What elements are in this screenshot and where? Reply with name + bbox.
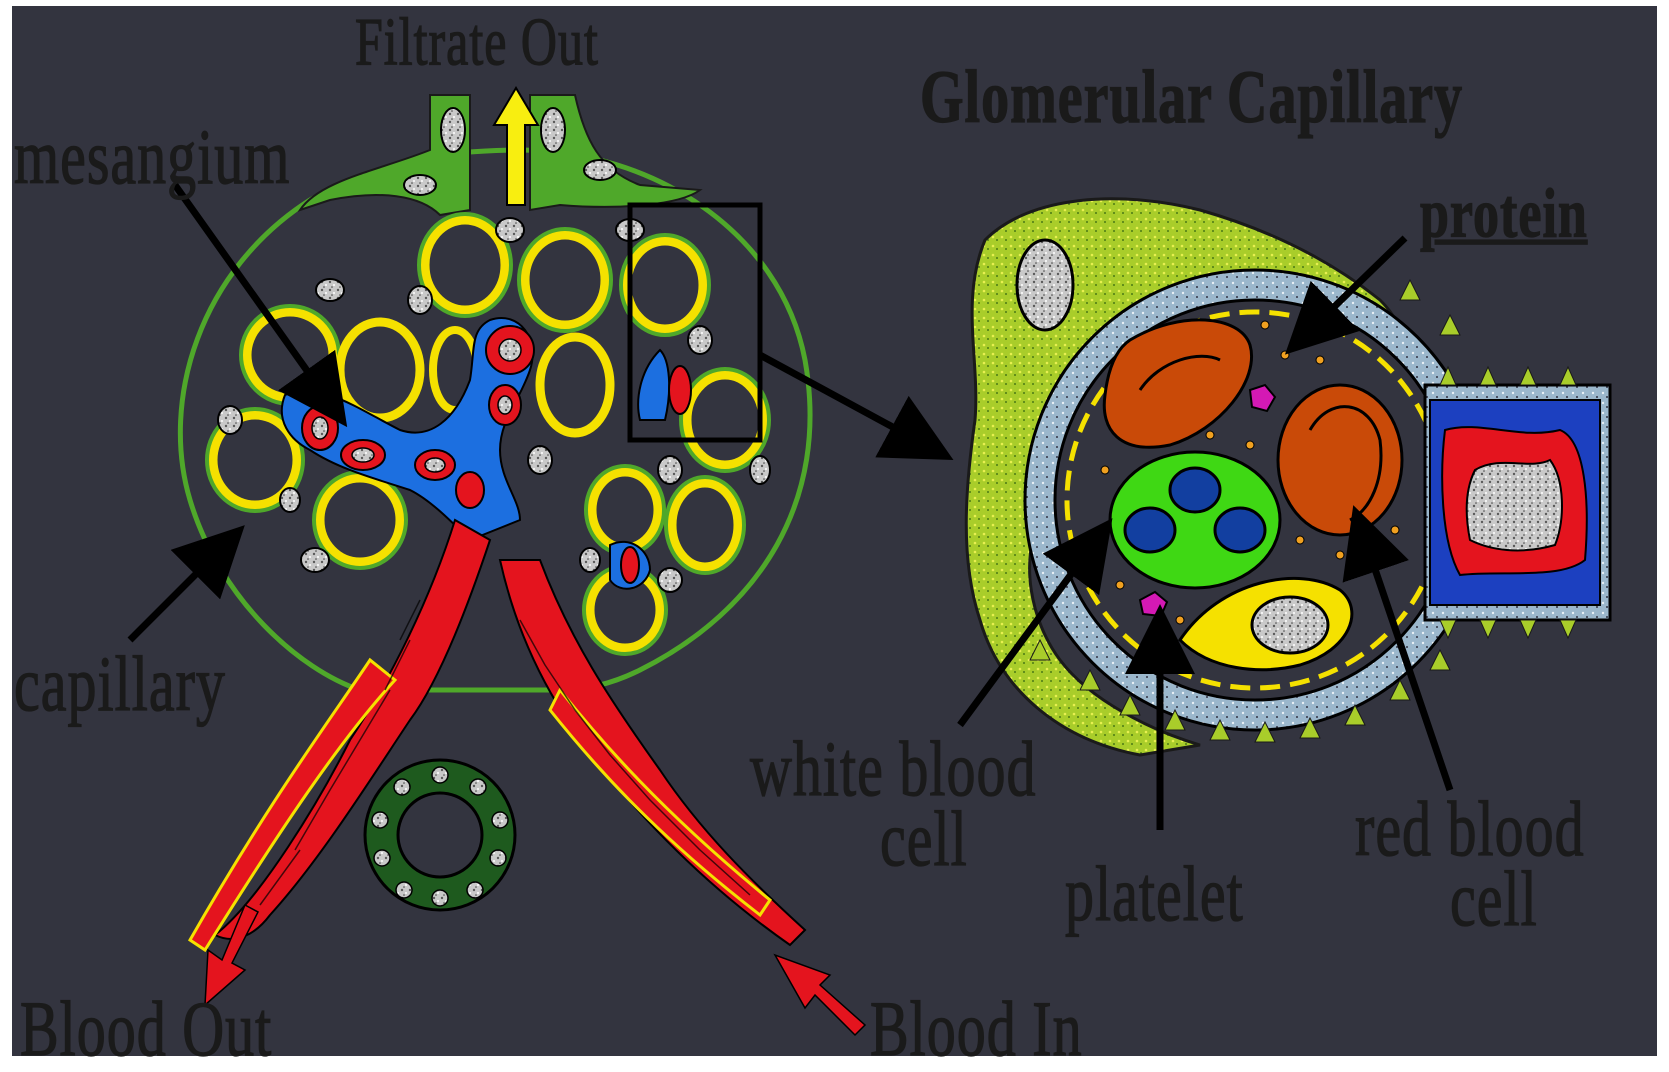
platelet-label: platelet: [1065, 855, 1244, 933]
capillary-loop: [621, 235, 709, 335]
capillary-loop: [666, 477, 744, 573]
red-blood-cell-label-line2: cell: [1450, 860, 1538, 938]
white-blood-cell-label-line2: cell: [880, 800, 968, 878]
capillary-loop: [340, 322, 420, 418]
capillary-loop: [681, 369, 769, 471]
blood-in-label: Blood In: [870, 990, 1083, 1068]
capillary-label: capillary: [14, 645, 226, 723]
mesangium-label: mesangium: [14, 118, 290, 196]
capillary-loop: [540, 337, 610, 433]
capillary-loop: [519, 229, 611, 331]
glomerular-capillary-title: Glomerular Capillary: [920, 60, 1463, 136]
blood-out-label: Blood Out: [20, 990, 272, 1068]
filtrate-out-label: Filtrate Out: [355, 8, 599, 76]
protein-label: protein: [1420, 180, 1588, 250]
